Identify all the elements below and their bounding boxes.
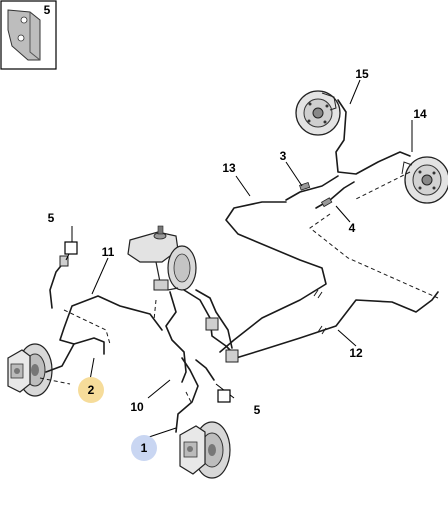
inset-panel: 5 (0, 0, 57, 70)
brake-pipe-network (45, 99, 439, 433)
master-pipe-c (195, 289, 233, 349)
highlight-circle-1 (131, 435, 157, 461)
callout-3: 3 (280, 149, 287, 163)
heat-shield-clip-icon (7, 9, 41, 61)
clip-square-upper-left (64, 241, 78, 255)
front-brake-caliper-left (7, 349, 31, 393)
clip-marker-squares (64, 241, 231, 403)
callout-11: 11 (102, 245, 115, 259)
brake-pipe-15 (335, 99, 411, 175)
callout-labels: 1 2 3 4 5 5 10 11 12 13 14 15 (48, 67, 427, 461)
callout-1: 1 (141, 441, 148, 455)
callout-5-lower: 5 (254, 403, 261, 417)
master-pipe-a (165, 291, 187, 383)
callout-14: 14 (413, 107, 427, 121)
callout-2: 2 (88, 383, 95, 397)
callout-12: 12 (349, 346, 363, 360)
highlight-circle-2 (78, 377, 104, 403)
callout-5-upper: 5 (48, 211, 55, 225)
callout-13: 13 (222, 161, 236, 175)
callout-15: 15 (355, 67, 369, 81)
dashed-guide-lines (39, 171, 439, 405)
rear-brake-drum-upper (295, 90, 341, 136)
rear-brake-drum-lower (401, 156, 448, 204)
callout-leaders (65, 79, 413, 439)
brake-pipe-12 (235, 291, 439, 359)
inset-label: 5 (44, 3, 51, 17)
callout-10: 10 (130, 400, 144, 414)
brake-hose-2 (45, 337, 105, 373)
clip-square-lower-right (217, 389, 231, 403)
front-brake-caliper-right (179, 425, 206, 475)
brake-hose-3 (285, 175, 339, 201)
brake-master-cylinder (127, 225, 197, 291)
brake-pipe-5 (49, 261, 65, 309)
brake-hose-junction (195, 359, 215, 381)
brake-pipe-13 (219, 201, 327, 353)
callout-4: 4 (349, 221, 356, 235)
brake-hose-1 (175, 357, 199, 433)
brake-pipe-11 (59, 295, 163, 345)
